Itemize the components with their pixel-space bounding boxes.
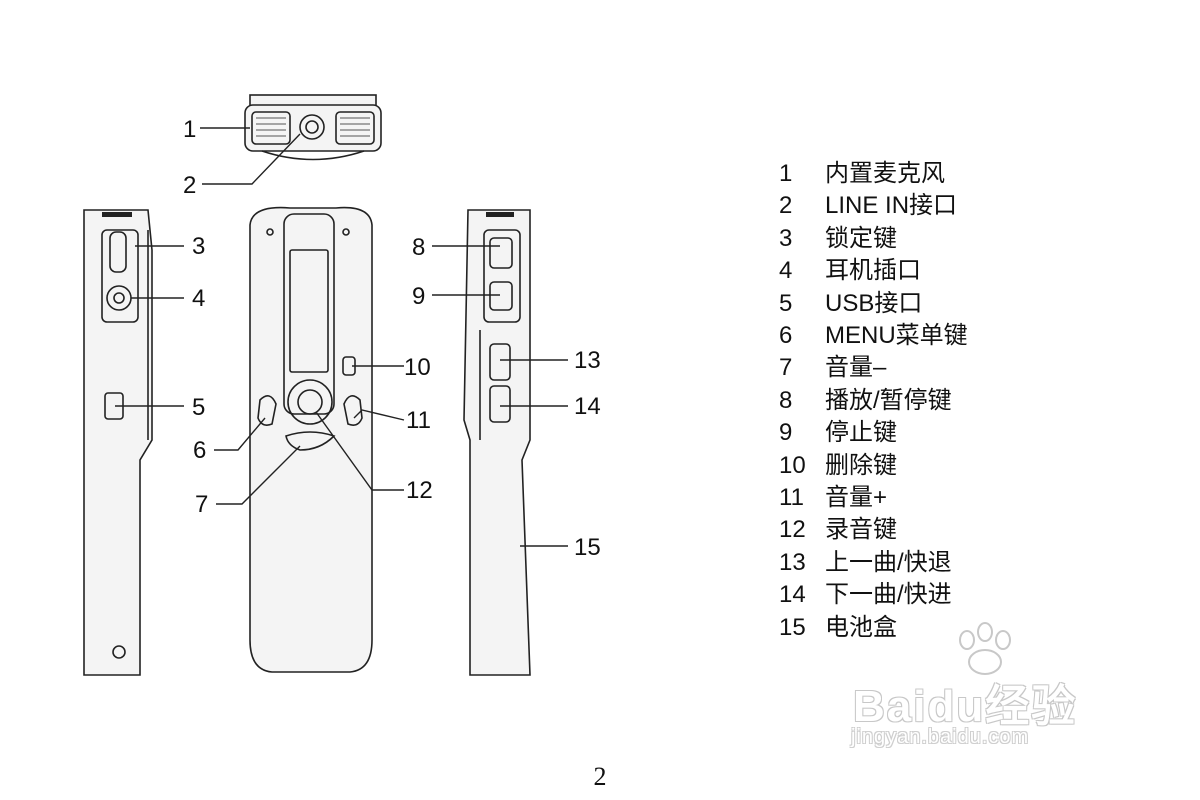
legend-number: 15 bbox=[779, 613, 806, 641]
legend-label: 内置麦克风 bbox=[825, 160, 945, 187]
legend-item: 14 下一曲/快进 bbox=[779, 579, 968, 611]
callout-1: 1 bbox=[183, 116, 196, 143]
legend-label: 删除键 bbox=[825, 451, 897, 479]
paw-icon bbox=[959, 622, 1011, 675]
legend-number: 12 bbox=[779, 516, 806, 544]
legend-number: 7 bbox=[779, 354, 793, 382]
legend-item: 10 删除键 bbox=[779, 450, 968, 482]
legend-label: LINE IN接口 bbox=[825, 192, 958, 220]
legend-number: 8 bbox=[779, 386, 793, 414]
callout-15: 15 bbox=[574, 534, 601, 561]
callout-12: 12 bbox=[406, 477, 433, 504]
legend-item: 1 内置麦克风 bbox=[779, 158, 968, 190]
legend-number: 6 bbox=[779, 322, 793, 350]
left-side-view bbox=[83, 209, 153, 676]
watermark-url: jingyan.baidu.com bbox=[851, 726, 1030, 748]
legend-item: 9 停止键 bbox=[779, 417, 968, 449]
legend-number: 4 bbox=[779, 257, 793, 285]
legend-item: 3 锁定键 bbox=[779, 223, 968, 255]
legend-number: 5 bbox=[779, 289, 793, 317]
legend-label: USB接口 bbox=[825, 289, 923, 317]
legend-number: 11 bbox=[779, 484, 804, 512]
legend-label: 下一曲/快进 bbox=[825, 581, 952, 609]
legend-label: MENU菜单键 bbox=[825, 322, 968, 350]
legend-item: 12 录音键 bbox=[779, 514, 968, 546]
front-view bbox=[249, 206, 373, 673]
callout-7: 7 bbox=[195, 491, 208, 518]
legend-item: 15 电池盒 bbox=[779, 612, 968, 644]
callout-8: 8 bbox=[412, 234, 425, 261]
legend-label: 停止键 bbox=[825, 419, 897, 447]
page-number: 2 bbox=[593, 762, 607, 791]
legend-item: 4 耳机插口 bbox=[779, 255, 968, 287]
watermark-logo-text: Baidu经验 bbox=[853, 682, 1078, 731]
parts-legend: 1 内置麦克风 2 LINE IN接口 3 锁定键 4 耳机插口 5 USB接口 6 MEN… bbox=[779, 158, 968, 644]
legend-item: 5 USB接口 bbox=[779, 288, 968, 320]
callout-6: 6 bbox=[193, 437, 206, 464]
legend-item: 13 上一曲/快退 bbox=[779, 547, 968, 579]
legend-item: 2 LINE IN接口 bbox=[779, 190, 968, 222]
top-view bbox=[244, 94, 382, 161]
legend-label: 耳机插口 bbox=[825, 257, 921, 285]
callout-10: 10 bbox=[404, 354, 431, 381]
legend-label: 电池盒 bbox=[825, 613, 897, 641]
legend-number: 1 bbox=[779, 160, 793, 187]
legend-number: 13 bbox=[779, 548, 806, 576]
callout-3: 3 bbox=[192, 233, 205, 260]
callout-13: 13 bbox=[574, 347, 601, 374]
legend-item: 11 音量+ bbox=[779, 482, 968, 514]
legend-label: 播放/暂停键 bbox=[825, 386, 952, 414]
legend-number: 3 bbox=[779, 224, 793, 252]
callout-14: 14 bbox=[574, 393, 601, 420]
legend-number: 10 bbox=[779, 451, 806, 479]
callout-2: 2 bbox=[183, 172, 196, 199]
right-side-view bbox=[463, 209, 531, 676]
callout-5: 5 bbox=[192, 394, 205, 421]
legend-number: 9 bbox=[779, 419, 793, 447]
legend-number: 2 bbox=[779, 192, 793, 220]
legend-item: 6 MENU菜单键 bbox=[779, 320, 968, 352]
callout-4: 4 bbox=[192, 285, 205, 312]
legend-label: 音量+ bbox=[825, 484, 888, 512]
legend-label: 上一曲/快退 bbox=[825, 548, 952, 576]
callout-11: 11 bbox=[406, 407, 431, 434]
callout-9: 9 bbox=[412, 283, 425, 310]
legend-label: 音量– bbox=[825, 354, 887, 382]
legend-item: 8 播放/暂停键 bbox=[779, 385, 968, 417]
legend-item: 7 音量– bbox=[779, 352, 968, 384]
legend-label: 锁定键 bbox=[825, 224, 897, 252]
legend-label: 录音键 bbox=[825, 516, 897, 544]
legend-number: 14 bbox=[779, 581, 806, 609]
baidu-watermark: Baidu经验 jingyan.baidu.com bbox=[845, 622, 1130, 757]
